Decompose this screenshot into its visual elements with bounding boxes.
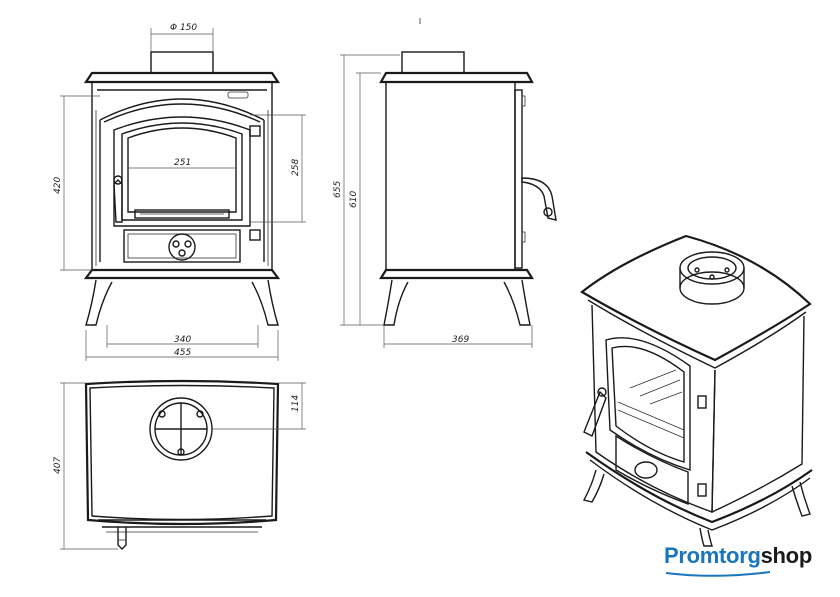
brand-name-part1: Promtorg	[664, 543, 761, 568]
body-height-side-label: 610	[349, 191, 359, 208]
depth-label: 369	[452, 335, 469, 345]
top-dimensions: 114 407	[53, 382, 306, 550]
front-dimensions: Φ 150 251 258 420 340 455	[53, 23, 306, 361]
total-height-label: 655	[333, 181, 343, 198]
leg-spacing-label: 340	[174, 335, 191, 345]
brand-name-part2: shop	[760, 543, 813, 568]
side-view	[379, 51, 557, 326]
side-dimensions: 655 610 369	[333, 54, 533, 348]
body-height-label: 420	[53, 177, 63, 194]
front-view	[83, 51, 281, 326]
brand-logo: Promtorgshop	[664, 543, 812, 569]
total-width-label: 455	[174, 348, 191, 358]
top-depth-label: 407	[53, 457, 63, 474]
isometric-view	[580, 234, 813, 547]
brand-swoosh	[665, 571, 771, 577]
top-view	[84, 379, 280, 550]
flue-offset-label: 114	[291, 395, 301, 412]
flue-diameter-label: Φ 150	[170, 23, 197, 33]
glass-height-label: 258	[291, 159, 301, 176]
inner-width-label: 251	[174, 158, 191, 168]
